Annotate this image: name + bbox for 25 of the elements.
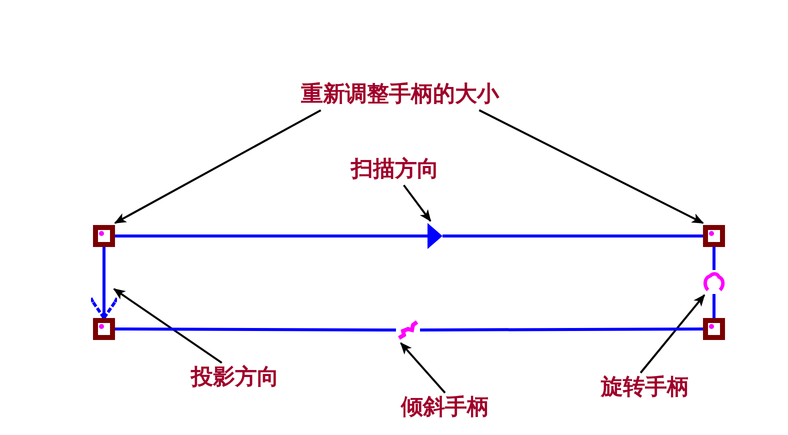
outline-line — [712, 247, 716, 270]
callout-label: 扫描方向 — [351, 156, 439, 184]
outline-line — [712, 294, 716, 318]
direction-triangle — [428, 223, 442, 249]
leader-line — [478, 109, 704, 224]
leader-line — [403, 184, 432, 222]
callout-label: 重新调整手柄的大小 — [301, 82, 499, 108]
callout-label: 倾斜手柄 — [401, 394, 489, 422]
resize-handle — [93, 225, 115, 247]
leader-line — [640, 294, 706, 374]
outline-line — [420, 328, 703, 332]
rotation-handle-icon — [702, 270, 726, 294]
callout-label: 旋转手柄 — [601, 374, 689, 402]
outline-line — [442, 234, 703, 238]
leader-line — [114, 109, 322, 224]
outline-line — [115, 234, 428, 238]
resize-handle — [703, 318, 725, 340]
skew-handle-icon — [396, 318, 420, 342]
outline-line — [90, 247, 118, 320]
resize-handle — [703, 225, 725, 247]
resize-handle — [93, 318, 115, 340]
callout-label: 投影方向 — [191, 364, 279, 392]
leader-line — [113, 288, 222, 364]
leader-line — [400, 342, 446, 394]
outline-line — [115, 328, 396, 332]
